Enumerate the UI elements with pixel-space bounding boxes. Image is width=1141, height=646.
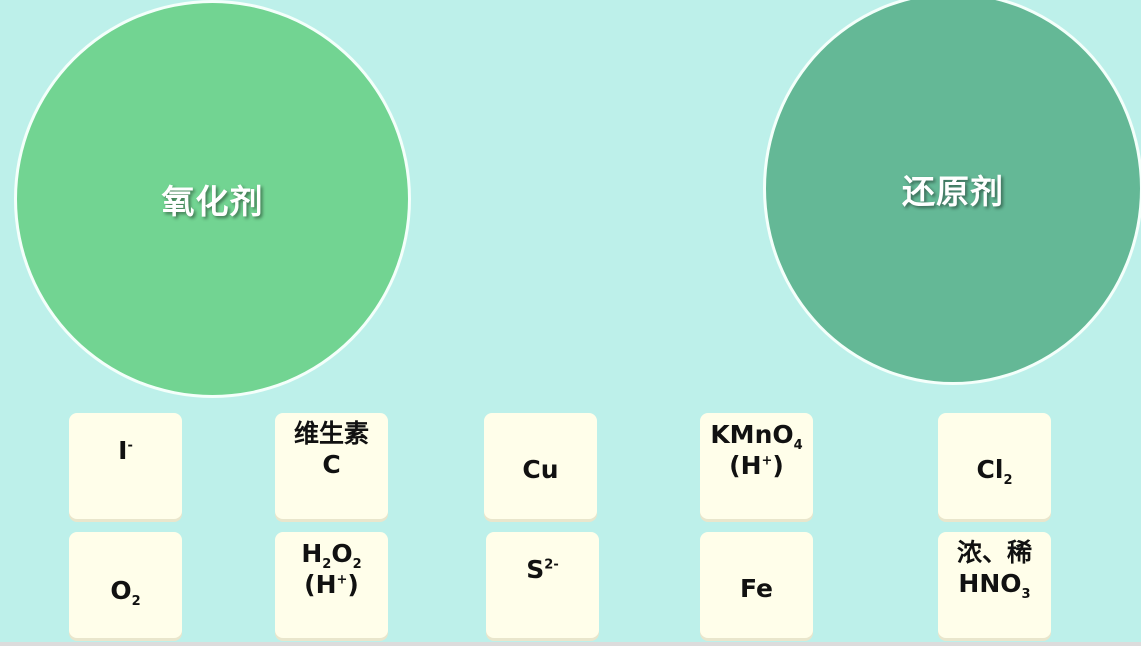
- card-sulfide[interactable]: S2-: [486, 532, 599, 638]
- reductant-drop-zone[interactable]: 还原剂: [763, 0, 1141, 385]
- card-text: Fe: [739, 574, 774, 603]
- card-sup: +: [336, 572, 348, 588]
- card-sub: 2: [1003, 473, 1013, 488]
- oxidant-drop-zone[interactable]: 氧化剂: [14, 0, 411, 398]
- card-text: I: [118, 436, 128, 465]
- card-h2o2[interactable]: H2O2(H+): [275, 532, 388, 638]
- reductant-label: 还原剂: [902, 171, 1004, 211]
- card-text: (H: [729, 451, 762, 480]
- card-text: ): [347, 570, 359, 599]
- card-cu[interactable]: Cu: [484, 413, 597, 519]
- card-text: C: [322, 450, 341, 479]
- card-sup: -: [127, 438, 133, 454]
- card-text: ): [772, 451, 784, 480]
- card-text: 浓、稀: [956, 538, 1032, 567]
- card-sup: 2-: [544, 557, 559, 573]
- card-text: O: [331, 539, 353, 568]
- card-text: KMnO: [710, 420, 794, 449]
- card-iodide[interactable]: I-: [69, 413, 182, 519]
- card-fe[interactable]: Fe: [700, 532, 813, 638]
- card-sub: 2: [131, 594, 141, 609]
- card-sub: 3: [1021, 587, 1031, 602]
- card-text: HNO: [958, 569, 1022, 598]
- card-cl2[interactable]: Cl2: [938, 413, 1051, 519]
- card-text: H: [301, 539, 323, 568]
- card-o2[interactable]: O2: [69, 532, 182, 638]
- card-sub: 4: [793, 438, 803, 453]
- bottom-border: [0, 642, 1141, 646]
- oxidant-label: 氧化剂: [161, 182, 264, 221]
- card-text: S: [526, 555, 545, 584]
- card-sub: 2: [352, 557, 362, 572]
- card-text: 维生素: [293, 419, 369, 448]
- card-text: Cu: [522, 455, 559, 484]
- card-text: (H: [304, 570, 337, 599]
- card-sup: +: [761, 453, 773, 469]
- card-kmno4[interactable]: KMnO4 (H+): [700, 413, 813, 519]
- card-text: O: [110, 576, 132, 605]
- card-text: Cl: [976, 455, 1004, 484]
- card-sub: 2: [322, 557, 332, 572]
